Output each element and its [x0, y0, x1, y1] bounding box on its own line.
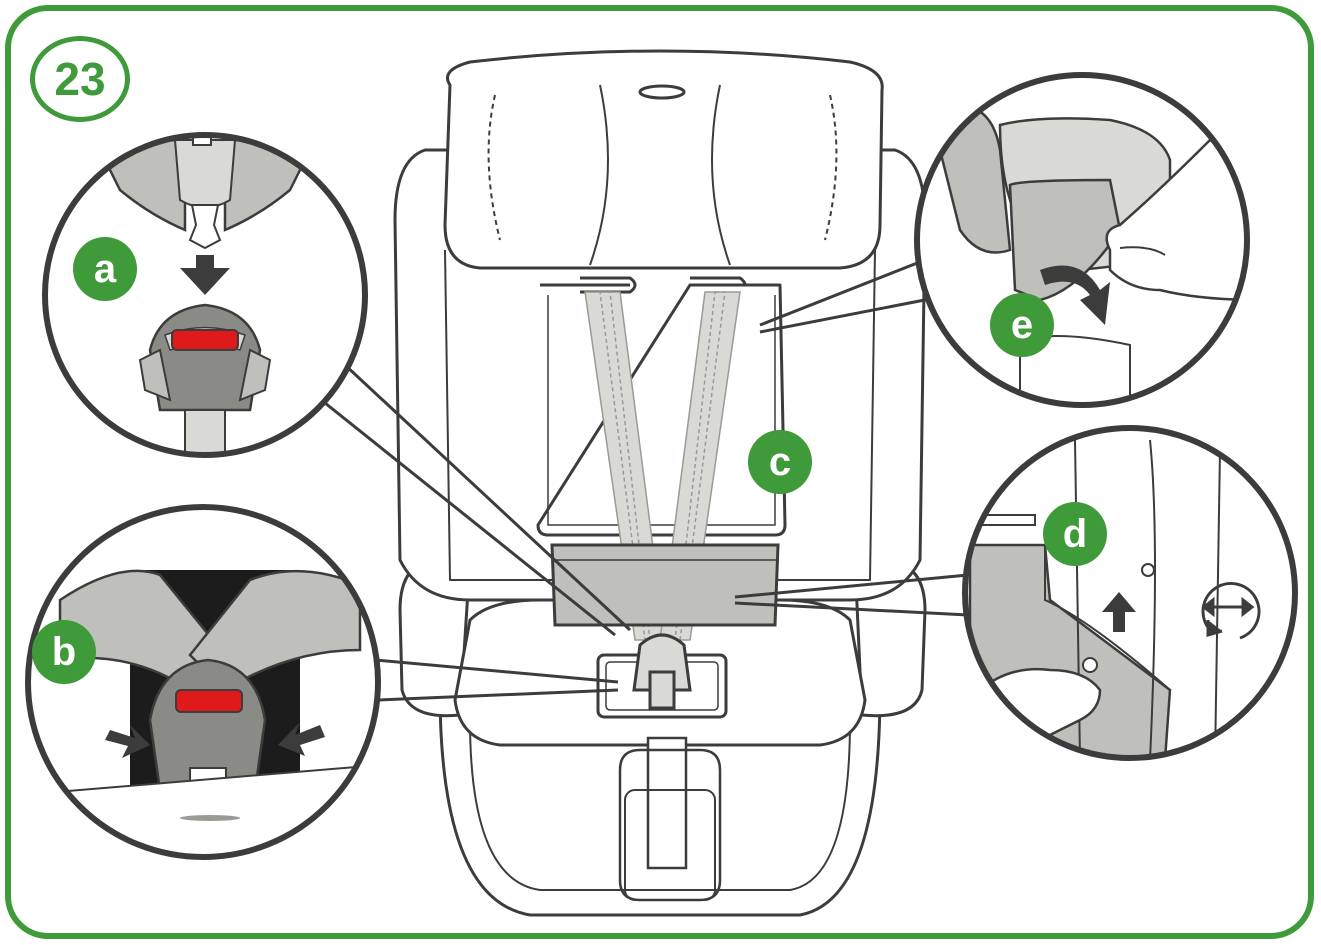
callout-b-line — [374, 658, 619, 702]
callout-lines — [314, 256, 969, 702]
headrest-top-knob — [638, 84, 686, 100]
label-c: c — [748, 430, 812, 494]
rotate-adjust-icon — [1201, 581, 1261, 640]
step-number-badge: 23 — [30, 36, 130, 122]
headrest — [443, 49, 884, 270]
callout-a — [42, 132, 368, 458]
buckle-area — [596, 633, 728, 902]
label-e: e — [990, 293, 1054, 357]
headrest-center-left — [589, 84, 609, 266]
step-number: 23 — [54, 53, 106, 105]
label-a: a — [73, 237, 137, 301]
pull-arrow-icon — [1040, 265, 1110, 325]
callout-a-line — [314, 363, 632, 637]
buckle-red-button-b — [175, 689, 243, 713]
shoulder-slot-left — [580, 276, 637, 294]
back-panel-c-inner — [547, 295, 776, 526]
label-d: d — [1043, 502, 1107, 566]
callout-e-line — [759, 256, 936, 334]
headrest-inner-left — [487, 94, 501, 241]
callout-d-line — [734, 573, 969, 617]
snap-button-bottom — [1082, 657, 1098, 673]
hand-e — [1105, 138, 1247, 302]
buckle-red-button-a — [171, 329, 239, 351]
headrest-inner-right — [824, 94, 838, 241]
snap-button-top — [1141, 563, 1155, 577]
buckle-tongue — [188, 204, 222, 250]
callout-d — [962, 425, 1298, 761]
label-b: b — [32, 620, 96, 684]
headrest-center-right — [711, 84, 731, 266]
down-arrow-icon — [180, 255, 230, 295]
lap-pad-d — [550, 543, 780, 627]
up-arrow-icon — [1102, 592, 1136, 632]
squeeze-arrows-icon — [105, 725, 150, 758]
base-inner — [469, 719, 851, 891]
